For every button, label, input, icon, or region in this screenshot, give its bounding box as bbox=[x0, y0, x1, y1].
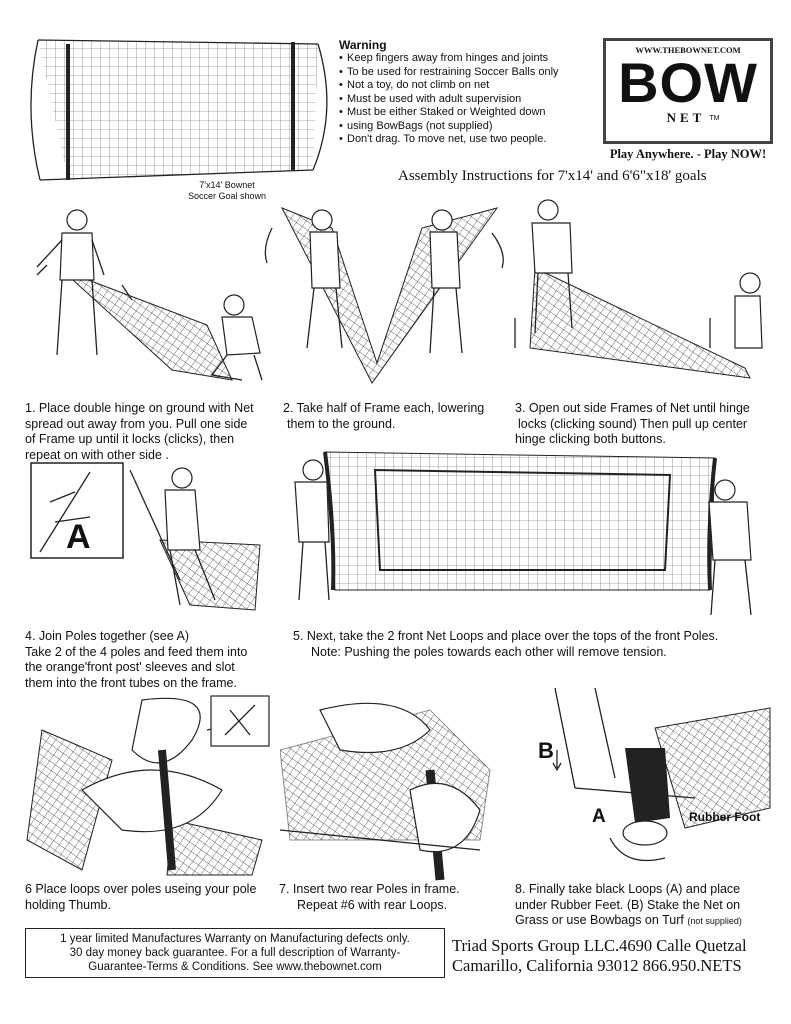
step4-line: Take 2 of the 4 poles and feed them into bbox=[25, 644, 248, 659]
step7-line: 7. Insert two rear Poles in frame. bbox=[279, 882, 460, 896]
step4-line: them into the front tubes on the frame. bbox=[25, 675, 237, 690]
step5-line: 5. Next, take the 2 front Net Loops and … bbox=[293, 629, 719, 643]
warning-item: Not a toy, do not climb on net bbox=[339, 79, 599, 93]
warning-item: To be used for restraining Soccer Balls … bbox=[339, 66, 599, 80]
step4-line: the orange'front post' sleeves and slot bbox=[25, 660, 235, 674]
warranty-line: Guarantee-Terms & Conditions. See www.th… bbox=[88, 961, 382, 973]
step1-line: 1. Place double hinge on ground with Net bbox=[25, 401, 254, 415]
step3-text: 3. Open out side Frames of Net until hin… bbox=[515, 401, 780, 448]
logo-sub: NET bbox=[666, 110, 706, 125]
step3-line: 3. Open out side Frames of Net until hin… bbox=[515, 401, 750, 415]
warranty-line: 1 year limited Manufactures Warranty on … bbox=[60, 933, 410, 945]
step6-line: holding Thumb. bbox=[25, 897, 111, 912]
company-address: Triad Sports Group LLC.4690 Calle Quetza… bbox=[452, 936, 782, 976]
step3-illustration bbox=[514, 199, 763, 379]
warning-block: Warning Keep fingers away from hinges an… bbox=[339, 38, 599, 147]
company-line: Triad Sports Group LLC.4690 Calle Quetza… bbox=[452, 936, 747, 955]
bownet-logo: WWW.THEBOWNET.COM BOW NET TM bbox=[603, 38, 773, 144]
step4-illustration bbox=[129, 467, 261, 611]
step6-illustration bbox=[26, 697, 263, 876]
step1-line: of Frame up until it locks (clicks), the… bbox=[25, 432, 235, 446]
step7-text: 7. Insert two rear Poles in frame. Repea… bbox=[279, 882, 509, 913]
step4-text: 4. Join Poles together (see A) Take 2 of… bbox=[25, 629, 295, 691]
goal-caption: 7'x14' Bownet Soccer Goal shown bbox=[172, 180, 282, 202]
step8-line: 8. Finally take black Loops (A) and plac… bbox=[515, 882, 741, 896]
step7-line: Repeat #6 with rear Loops. bbox=[297, 897, 448, 912]
logo-sub-bar: NET TM bbox=[636, 110, 750, 125]
goal-caption-line2: Soccer Goal shown bbox=[187, 191, 267, 201]
warning-item-continuation-text: using BowBags (not supplied) bbox=[347, 119, 493, 132]
step1-line: spread out away from you. Pull one side bbox=[25, 416, 248, 431]
warning-item-continuation: using BowBags (not supplied) bbox=[339, 120, 599, 134]
step5-text: 5. Next, take the 2 front Net Loops and … bbox=[293, 629, 783, 660]
step7-illustration bbox=[280, 702, 491, 881]
warning-item: Must be either Staked or Weighted down bbox=[339, 106, 599, 120]
step2-line: them to the ground. bbox=[287, 416, 396, 431]
step1-illustration bbox=[36, 209, 263, 381]
step1-text: 1. Place double hinge on ground with Net… bbox=[25, 401, 280, 463]
logo-brand: BOW bbox=[618, 51, 758, 114]
warning-list: Keep fingers away from hinges and joints… bbox=[339, 52, 599, 147]
step4-line: 4. Join Poles together (see A) bbox=[25, 629, 189, 643]
step5-line: Note: Pushing the poles towards each oth… bbox=[311, 644, 667, 659]
step6-inset bbox=[210, 695, 270, 747]
step2-text: 2. Take half of Frame each, lowering the… bbox=[283, 401, 513, 432]
logo-url: WWW.THEBOWNET.COM bbox=[635, 45, 741, 55]
step6-text: 6 Place loops over poles useing your pol… bbox=[25, 882, 280, 913]
warranty-box: 1 year limited Manufactures Warranty on … bbox=[25, 928, 445, 978]
step1-line: repeat on with other side . bbox=[25, 447, 169, 462]
warning-title: Warning bbox=[339, 38, 387, 52]
warning-item: Don't drag. To move net, use two people. bbox=[339, 133, 599, 147]
warning-item: Keep fingers away from hinges and joints bbox=[339, 52, 599, 66]
step3-line: hinge clicking both buttons. bbox=[515, 432, 666, 446]
step3-line: locks (clicking sound) Then pull up cent… bbox=[518, 416, 748, 431]
logo-tagline: Play Anywhere. - Play NOW! bbox=[609, 147, 767, 161]
goal-illustration bbox=[30, 39, 328, 181]
step8-line: under Rubber Feet. (B) Stake the Net on bbox=[515, 897, 741, 912]
step8-label-a: A bbox=[592, 806, 606, 827]
step8-text: 8. Finally take black Loops (A) and plac… bbox=[515, 882, 785, 930]
warning-item: Must be used with adult supervision bbox=[339, 93, 599, 107]
step2-illustration bbox=[264, 207, 504, 384]
step8-label-b: B bbox=[538, 738, 554, 763]
step5-illustration bbox=[294, 451, 752, 616]
step8-note: (not supplied) bbox=[687, 916, 742, 926]
step8-line: Grass or use Bowbags on Turf bbox=[515, 913, 684, 927]
warranty-line: 30 day money back guarantee. For a full … bbox=[69, 947, 401, 959]
goal-caption-line1: 7'x14' Bownet bbox=[199, 180, 255, 190]
company-line: Camarillo, California 93012 866.950.NETS bbox=[452, 956, 742, 975]
page-title: Assembly Instructions for 7'x14' and 6'6… bbox=[398, 168, 707, 184]
step6-line: 6 Place loops over poles useing your pol… bbox=[25, 882, 257, 896]
step2-line: 2. Take half of Frame each, lowering bbox=[283, 401, 485, 415]
step8-illustration bbox=[552, 688, 771, 862]
step4-inset-a bbox=[30, 462, 124, 559]
inset-a-label: A bbox=[66, 518, 91, 556]
logo-tm: TM bbox=[709, 114, 720, 122]
step8-line-with-note: Grass or use Bowbags on Turf (not suppli… bbox=[515, 913, 785, 930]
rubber-foot-label: Rubber Foot bbox=[689, 810, 761, 824]
